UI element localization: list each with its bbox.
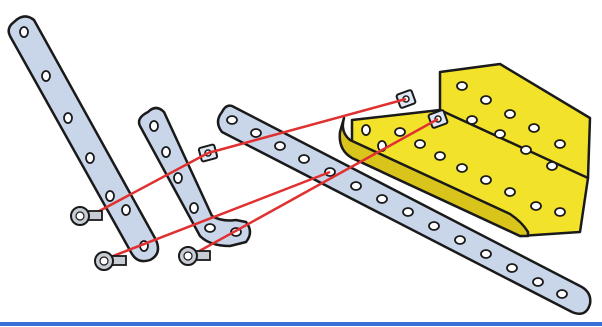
double-bent-strip: [137, 106, 252, 248]
bolt-icon: [94, 251, 127, 271]
angle-girder: [216, 104, 592, 315]
bolt-icon: [70, 206, 103, 226]
flanged-plate: [338, 62, 592, 238]
bottom-rule: [0, 322, 602, 326]
plate-holes: [361, 81, 566, 217]
bolt-icon: [178, 246, 211, 266]
plate-front-flange: [338, 116, 530, 238]
assembly-lines: [89, 97, 439, 260]
